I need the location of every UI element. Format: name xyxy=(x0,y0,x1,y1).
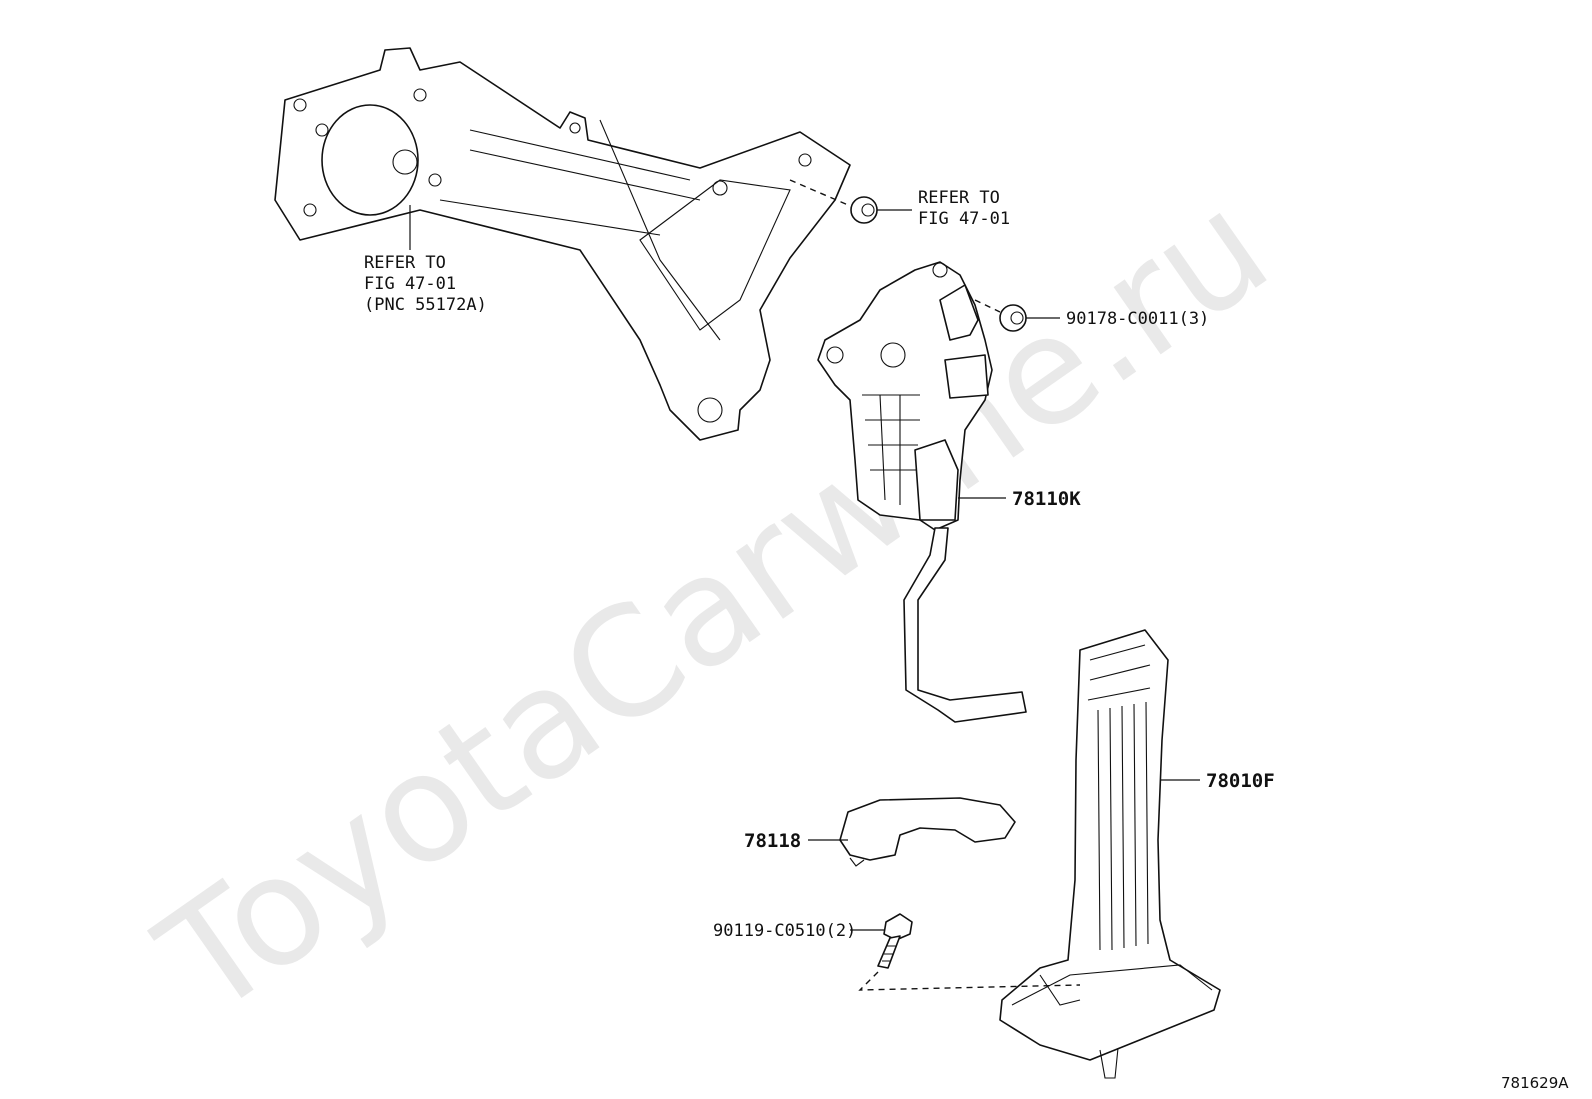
mounting-bolt xyxy=(877,913,913,969)
pedal-pad-assembly xyxy=(999,629,1221,1079)
label-bolt: 90119-C0510(2) xyxy=(713,921,856,941)
pedal-sensor-assembly xyxy=(817,261,1027,723)
bracket-nut-ref-line2: FIG 47-01 xyxy=(918,209,1010,229)
label-cover: 78118 xyxy=(744,830,801,852)
label-nut: 90178-C0011(3) xyxy=(1066,309,1209,329)
sensor-nut xyxy=(999,304,1027,332)
pedal-bracket xyxy=(274,47,851,441)
bracket-nut xyxy=(789,179,912,224)
pedal-cover xyxy=(839,797,1016,867)
label-sensor: 78110K xyxy=(1012,488,1081,510)
bracket-ref-line1: REFER TO xyxy=(364,253,446,273)
bracket-nut-ref-line1: REFER TO xyxy=(918,188,1000,208)
bracket-ref-line2: FIG 47-01 xyxy=(364,274,456,294)
label-pedal: 78010F xyxy=(1206,770,1275,792)
figure-number: 781629A xyxy=(1501,1074,1569,1092)
bracket-ref-line3: (PNC 55172A) xyxy=(364,295,487,315)
